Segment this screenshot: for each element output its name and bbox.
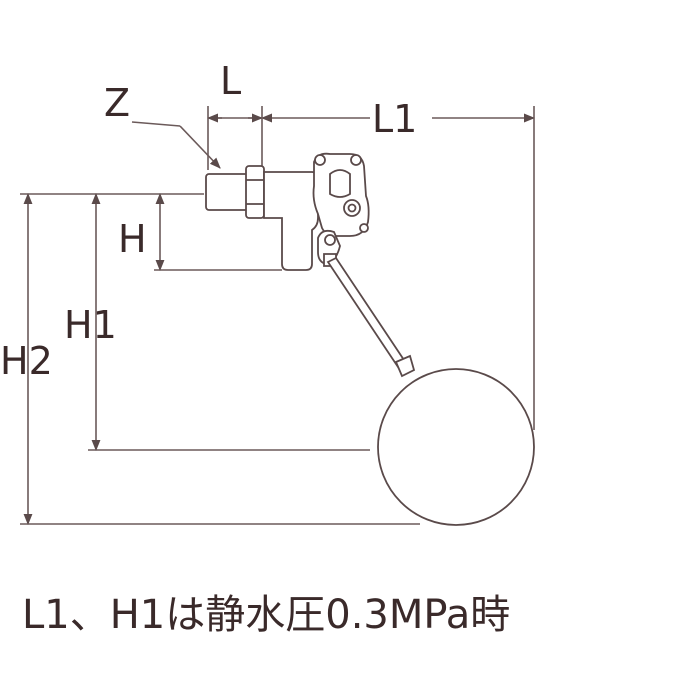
label-l1: L1 — [372, 97, 417, 141]
label-h2: H2 — [0, 339, 53, 383]
label-h1: H1 — [64, 303, 117, 347]
dimension-lines — [20, 106, 536, 526]
z-leader-line — [131, 121, 181, 127]
label-l: L — [220, 59, 241, 103]
float-ball — [377, 368, 535, 526]
valve-body — [205, 152, 370, 271]
float-rod — [326, 256, 416, 378]
valve-hex-nut — [245, 165, 265, 219]
pressure-note: L1、H1は静水圧0.3MPa時 — [22, 592, 511, 638]
z-leader-arrow — [179, 125, 221, 169]
label-h: H — [118, 217, 147, 261]
valve-main-body — [263, 171, 319, 271]
label-z: Z — [104, 81, 130, 125]
valve-inlet-thread — [205, 173, 249, 211]
